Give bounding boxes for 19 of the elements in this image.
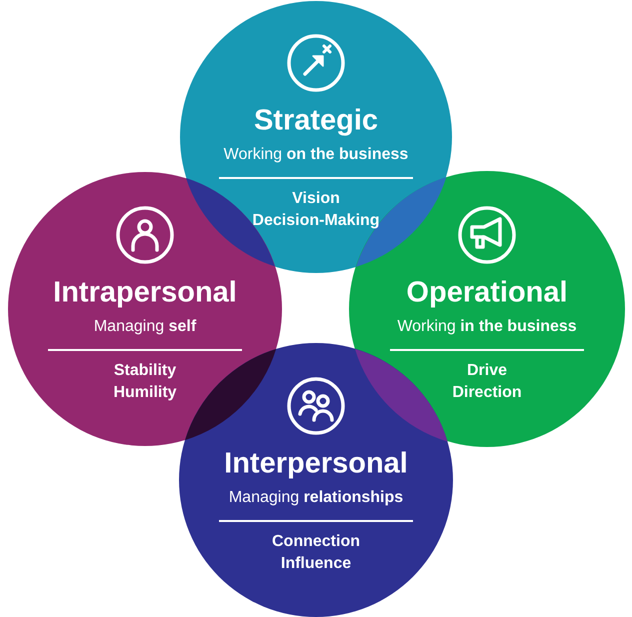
trait-text: Connection (272, 532, 360, 552)
venn-circle (179, 343, 453, 617)
trait-text: Stability (114, 362, 176, 380)
category-subtitle: Working in the business (397, 318, 577, 336)
category-subtitle: Managing relationships (228, 488, 404, 508)
trait-text: Influence (280, 554, 352, 574)
trait-text: Vision (292, 190, 340, 208)
category-subtitle: Managing self (94, 318, 196, 336)
trait-text: Direction (452, 384, 522, 402)
overlap-lens (354, 348, 448, 442)
trait-text: Decision-Making (252, 212, 380, 230)
category-title: Intrapersonal (53, 276, 237, 310)
category-subtitle: Working on the business (224, 146, 408, 164)
category-title: Interpersonal (224, 447, 408, 481)
category-title: Operational (406, 276, 568, 310)
trait-text: Humility (113, 384, 177, 402)
category-title: Strategic (254, 104, 378, 138)
overlap-lens (184, 348, 276, 440)
trait-text: Drive (466, 362, 508, 380)
